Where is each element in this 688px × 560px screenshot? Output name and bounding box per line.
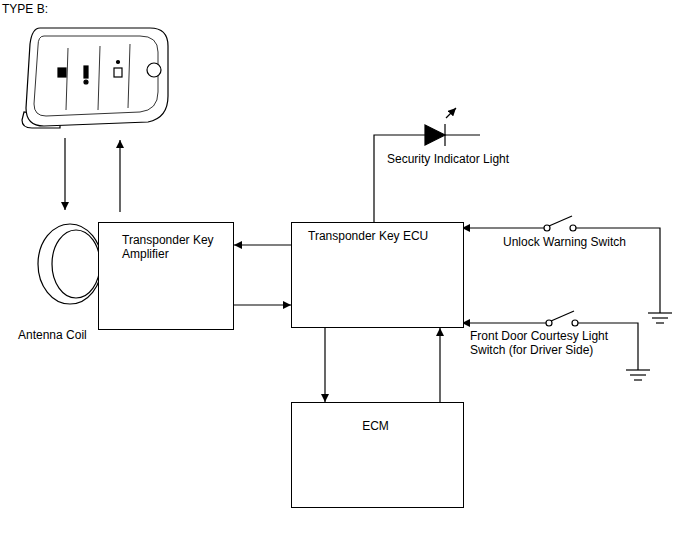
ecu-box: Transponder Key ECU	[291, 222, 464, 328]
box-label: Transponder Key ECU	[308, 229, 459, 243]
part-label: Unlock Warning Switch	[503, 235, 626, 249]
signal-arrow	[234, 304, 291, 305]
ecu-box: Transponder Key Amplifier	[98, 222, 234, 330]
part-label: Front Door Courtesy Light Switch (for Dr…	[470, 329, 630, 357]
part-label: Security Indicator Light	[387, 152, 509, 166]
switch-circuit	[462, 216, 672, 323]
ecu-box: ECM	[291, 402, 464, 508]
antenna-coil	[38, 224, 102, 304]
switch-circuit	[462, 311, 650, 380]
key-fob	[22, 28, 168, 128]
box-label: Transponder Key Amplifier	[122, 233, 229, 261]
signal-arrow	[324, 328, 325, 402]
signal-arrow	[439, 328, 440, 402]
box-label: ECM	[292, 419, 459, 433]
diagram-title: TYPE B:	[2, 2, 48, 16]
part-label: Antenna Coil	[18, 328, 87, 342]
signal-arrow	[234, 244, 291, 245]
